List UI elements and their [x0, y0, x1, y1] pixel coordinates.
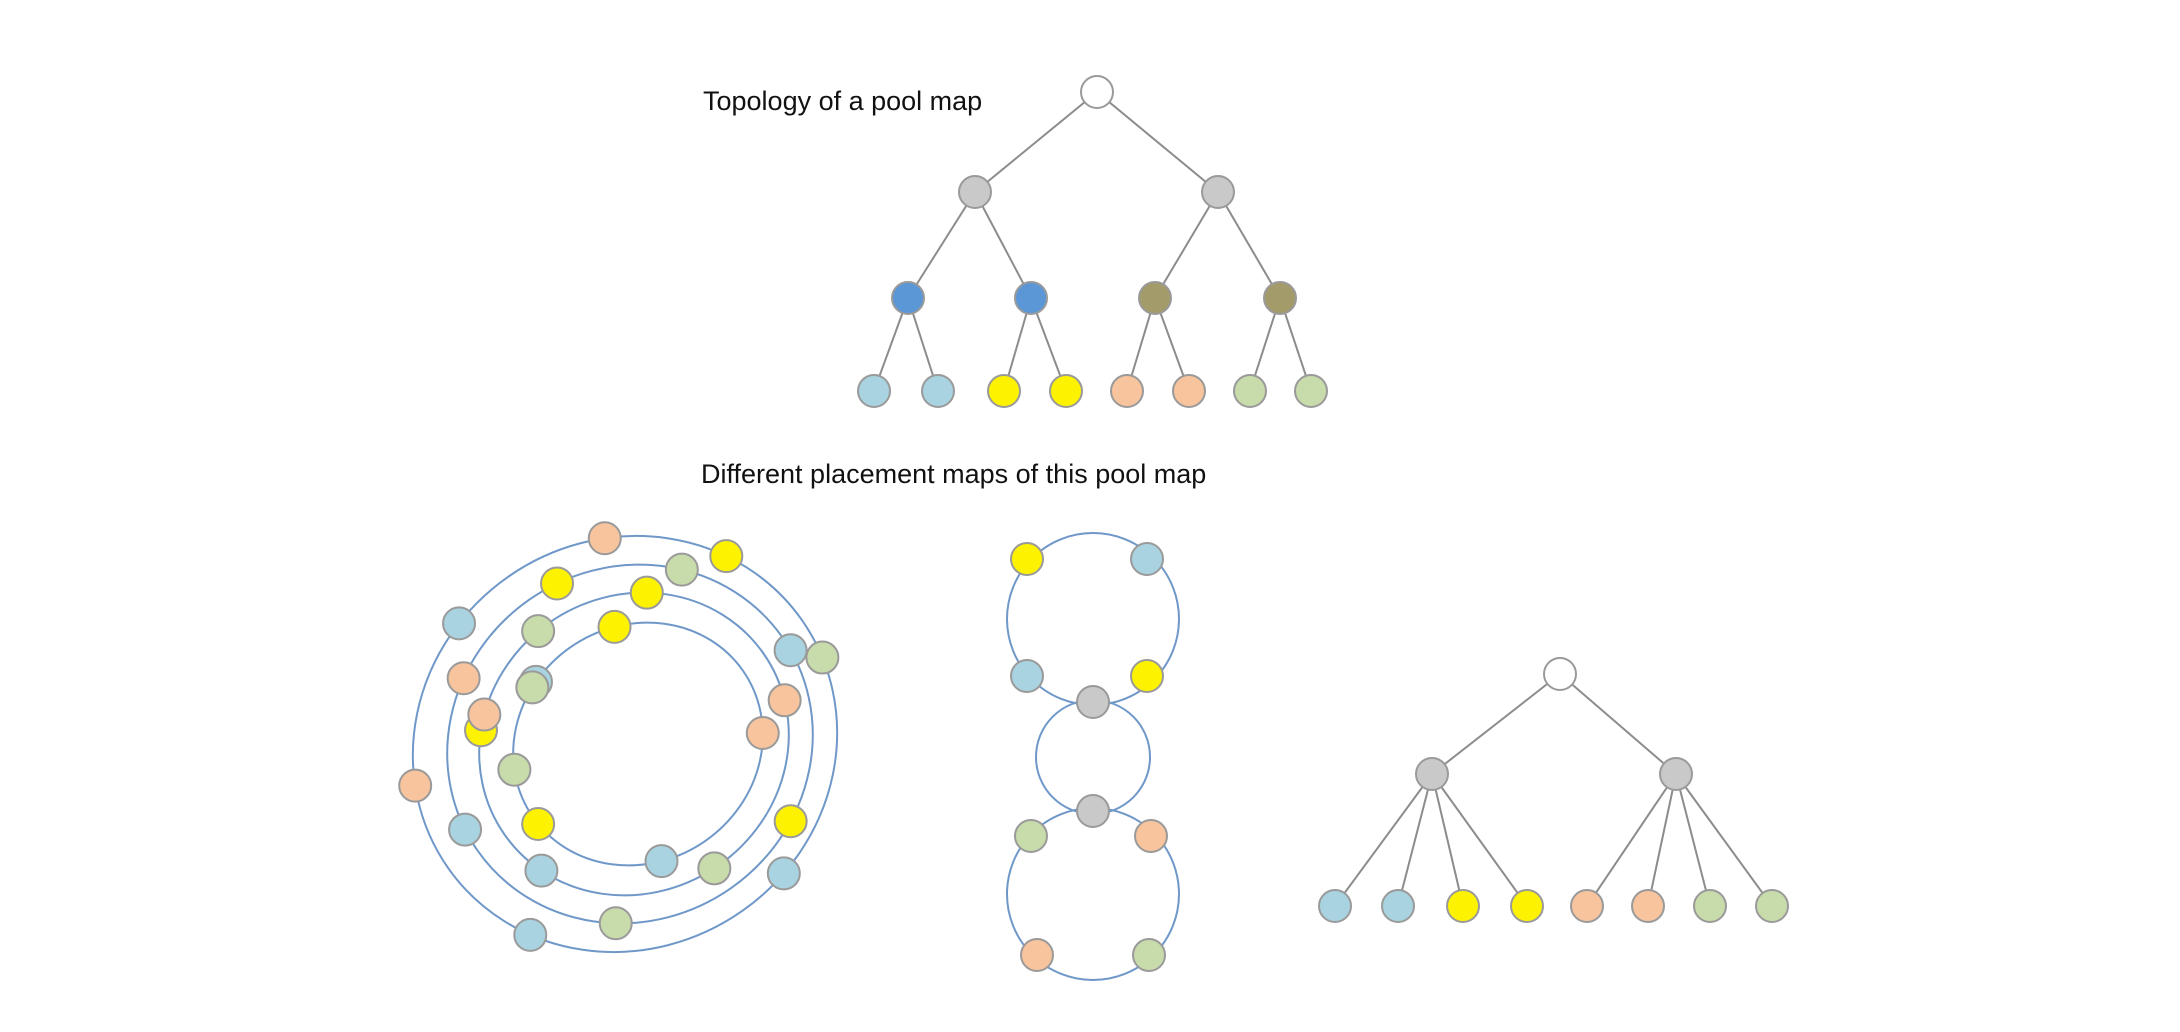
chain-target-node [1010, 659, 1044, 693]
ring-target-node [664, 552, 699, 587]
ring-placement-map [398, 521, 840, 954]
target-node [857, 374, 891, 408]
chain-target-node [1134, 819, 1168, 853]
chain-placement-map [1006, 532, 1180, 981]
tree-edge [974, 91, 1098, 193]
topology-title: Topology of a pool map [703, 86, 983, 116]
flat-domain-node [1415, 757, 1449, 791]
flat-target-node [1570, 889, 1604, 923]
ring-target-node [446, 661, 481, 696]
domain-node [1201, 175, 1235, 209]
rack-node [1138, 281, 1172, 315]
flat-tree-edge [1431, 773, 1464, 907]
flat-tree-edge [1431, 773, 1528, 907]
chain-target-node [1020, 938, 1054, 972]
chain-target-node [1130, 659, 1164, 693]
flat-target-node [1318, 889, 1352, 923]
flat-tree-edge [1647, 773, 1677, 907]
tree-edge [1096, 91, 1219, 193]
flat-tree-edge [1334, 773, 1433, 907]
tree-edge [1217, 191, 1281, 299]
flat-target-node [1446, 889, 1480, 923]
ring-target-node [497, 752, 532, 787]
tree-edge [974, 191, 1032, 299]
flat-tree-edge [1559, 673, 1677, 775]
flat-tree-edge [1586, 773, 1677, 907]
flat-target-node [1381, 889, 1415, 923]
tree-edge [1154, 191, 1219, 299]
flat-tree-edge [1431, 673, 1561, 775]
rack-node [1263, 281, 1297, 315]
target-node [1110, 374, 1144, 408]
ring-target-node [598, 906, 633, 941]
flat-domain-node [1659, 757, 1693, 791]
target-node [1172, 374, 1206, 408]
chain-target-node [1014, 819, 1048, 853]
target-node [1049, 374, 1083, 408]
chain-target-node [1130, 542, 1164, 576]
target-node [1233, 374, 1267, 408]
flat-target-node [1755, 889, 1789, 923]
ring-target-node [467, 697, 502, 732]
ring-target-node [597, 609, 632, 644]
root-node [1080, 75, 1114, 109]
target-node [987, 374, 1021, 408]
flat-tree-edge [1675, 773, 1711, 907]
ring-target-node [767, 683, 802, 718]
rack-node [1014, 281, 1048, 315]
ring-target-node [524, 853, 559, 888]
ring-target-node [773, 633, 808, 668]
placement-ring [411, 534, 839, 954]
ring-target-node [587, 521, 622, 556]
ring-target-node [521, 614, 556, 649]
ring-target-node [448, 812, 483, 847]
ring-target-node [697, 851, 732, 886]
flat-tree-edge [1675, 773, 1773, 907]
rack-node [891, 281, 925, 315]
chain-target-node [1010, 542, 1044, 576]
ring-target-node [521, 806, 556, 841]
ring-target-node [629, 575, 664, 610]
target-node [921, 374, 955, 408]
flat-target-node [1510, 889, 1544, 923]
domain-node [958, 175, 992, 209]
flat-target-node [1693, 889, 1727, 923]
ring-target-node [398, 768, 433, 803]
ring-target-node [766, 856, 801, 891]
chain-target-node [1132, 938, 1166, 972]
ring-target-node [513, 917, 548, 952]
ring-target-node [709, 539, 744, 574]
target-node [1294, 374, 1328, 408]
ring-target-node [442, 606, 477, 641]
flat-root-node [1543, 657, 1577, 691]
flat-tree-placement-map [1318, 657, 1789, 923]
ring-target-node [644, 844, 679, 879]
ring-target-node [773, 804, 808, 839]
ring-target-node [745, 715, 780, 750]
flat-target-node [1631, 889, 1665, 923]
tree-edge [907, 191, 976, 299]
ring-target-node [540, 566, 575, 601]
placement-maps-title: Different placement maps of this pool ma… [701, 459, 1207, 489]
topology-tree [857, 75, 1328, 408]
ring-target-node [805, 640, 840, 675]
chain-joint-node [1076, 685, 1110, 719]
ring-target-node [515, 670, 550, 705]
flat-tree-edge [1397, 773, 1433, 907]
chain-joint-node [1076, 794, 1110, 828]
